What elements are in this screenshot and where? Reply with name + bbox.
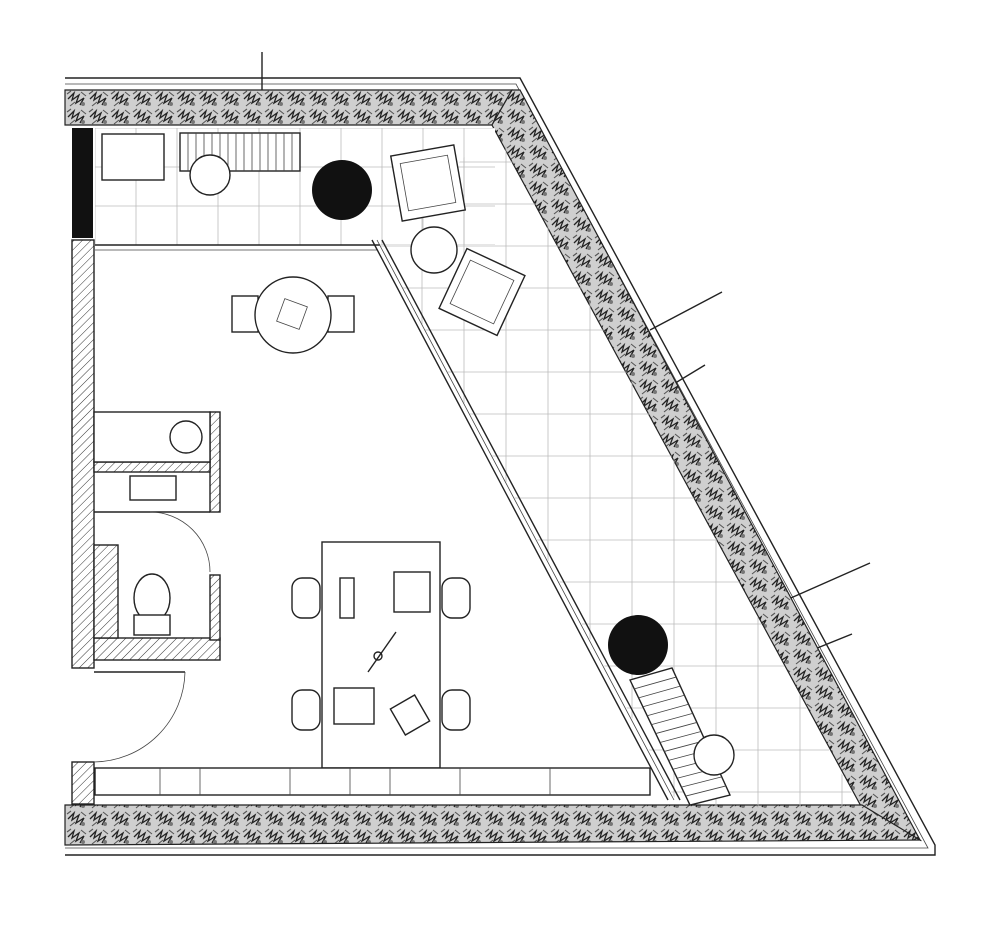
diagonal-glass-wall	[371, 239, 681, 801]
bathroom-bottom-wall	[93, 637, 221, 661]
entry-door	[93, 671, 186, 763]
diagonal-planter	[491, 89, 922, 842]
drawing-line	[634, 676, 677, 690]
round-stool	[693, 734, 735, 776]
round-stool	[189, 154, 231, 196]
drawing-line	[655, 722, 697, 734]
round-side-table	[410, 226, 458, 274]
drawing-line	[681, 776, 722, 788]
bottom-planter	[64, 804, 923, 846]
drawing-line	[638, 685, 681, 699]
work-desk	[291, 541, 471, 769]
black-round-table	[608, 615, 668, 675]
round-dining-table	[231, 276, 355, 354]
left-wall	[71, 239, 95, 669]
armchair	[438, 247, 526, 337]
top-planter	[64, 89, 514, 126]
solid-wall-block	[72, 128, 93, 238]
armchair	[389, 144, 467, 222]
bottom-left-wall	[71, 761, 95, 805]
built-in-bench	[94, 767, 651, 796]
drawing-line	[647, 703, 689, 717]
cabinet	[101, 133, 165, 181]
black-round-table	[312, 160, 372, 220]
drawing-line	[642, 694, 685, 708]
drawing-line	[651, 712, 693, 726]
drawing-line	[685, 785, 726, 797]
bathroom	[93, 411, 221, 641]
drawing-line	[659, 731, 702, 743]
